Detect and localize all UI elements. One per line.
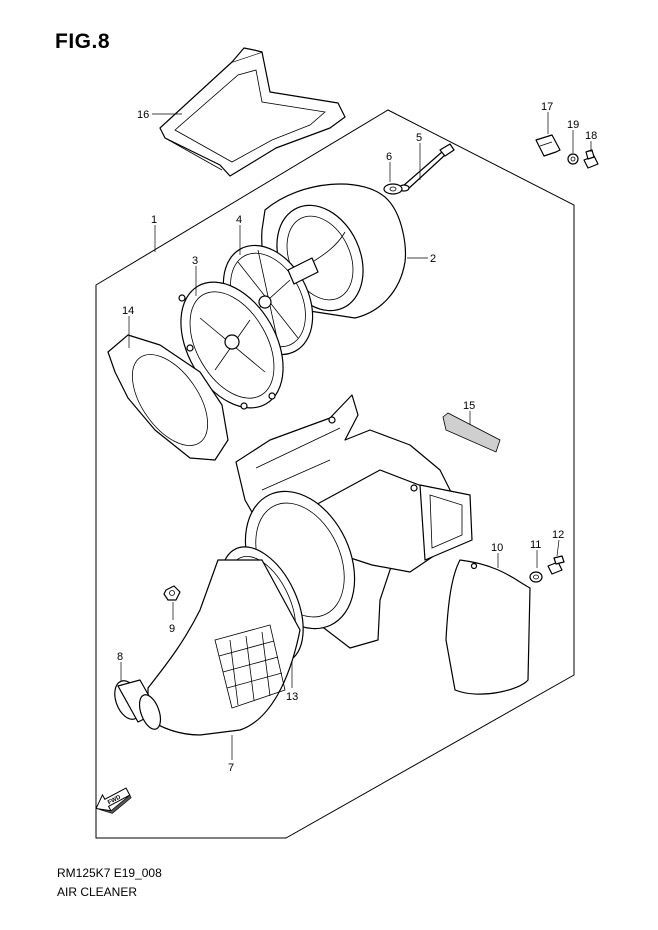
diagram-code: RM125K7 E19_008 [57, 866, 162, 880]
callout-4: 4 [236, 214, 242, 226]
callout-6: 6 [386, 151, 392, 163]
part-6-washer [383, 183, 403, 195]
figure-title: FIG.8 [55, 30, 111, 53]
callout-14: 14 [122, 305, 134, 317]
part-14-holder [107, 334, 229, 461]
callout-labels: 1 2 3 4 5 6 7 8 9 10 11 12 13 14 15 16 1… [117, 101, 597, 774]
part-16-cover [159, 47, 346, 177]
callout-15: 15 [463, 400, 475, 412]
callout-18: 18 [585, 130, 597, 142]
callout-7: 7 [228, 762, 234, 774]
part-15-pad [442, 412, 501, 453]
assembly-frame [95, 109, 575, 839]
part-7-intake-boot [147, 559, 301, 736]
callout-2: 2 [430, 253, 436, 265]
part-9-nut [163, 585, 181, 601]
part-19-washer [567, 153, 579, 165]
callout-11: 11 [530, 539, 541, 551]
leader-lines [120, 112, 592, 760]
callout-13: 13 [286, 691, 298, 703]
part-5-bolt [398, 143, 455, 192]
callout-17: 17 [541, 101, 553, 113]
part-3-ring [178, 281, 284, 410]
callout-9: 9 [169, 623, 175, 635]
part-11-washer [529, 571, 543, 583]
callout-12: 12 [552, 529, 564, 541]
part-17-clip [535, 134, 561, 157]
callout-8: 8 [117, 651, 123, 663]
part-10-guard [445, 559, 531, 695]
part-8-clamp [114, 679, 162, 730]
diagram-caption: AIR CLEANER [57, 885, 138, 899]
callout-3: 3 [192, 255, 198, 267]
callout-16: 16 [137, 109, 149, 121]
part-18-bolt [583, 149, 599, 169]
callout-5: 5 [416, 132, 422, 144]
part-12-bolt [547, 555, 565, 575]
fwd-arrow-icon: FWD [95, 787, 132, 814]
callout-10: 10 [491, 542, 503, 554]
callout-19: 19 [567, 119, 579, 131]
airbox-case [235, 394, 473, 649]
callout-1: 1 [151, 214, 157, 226]
